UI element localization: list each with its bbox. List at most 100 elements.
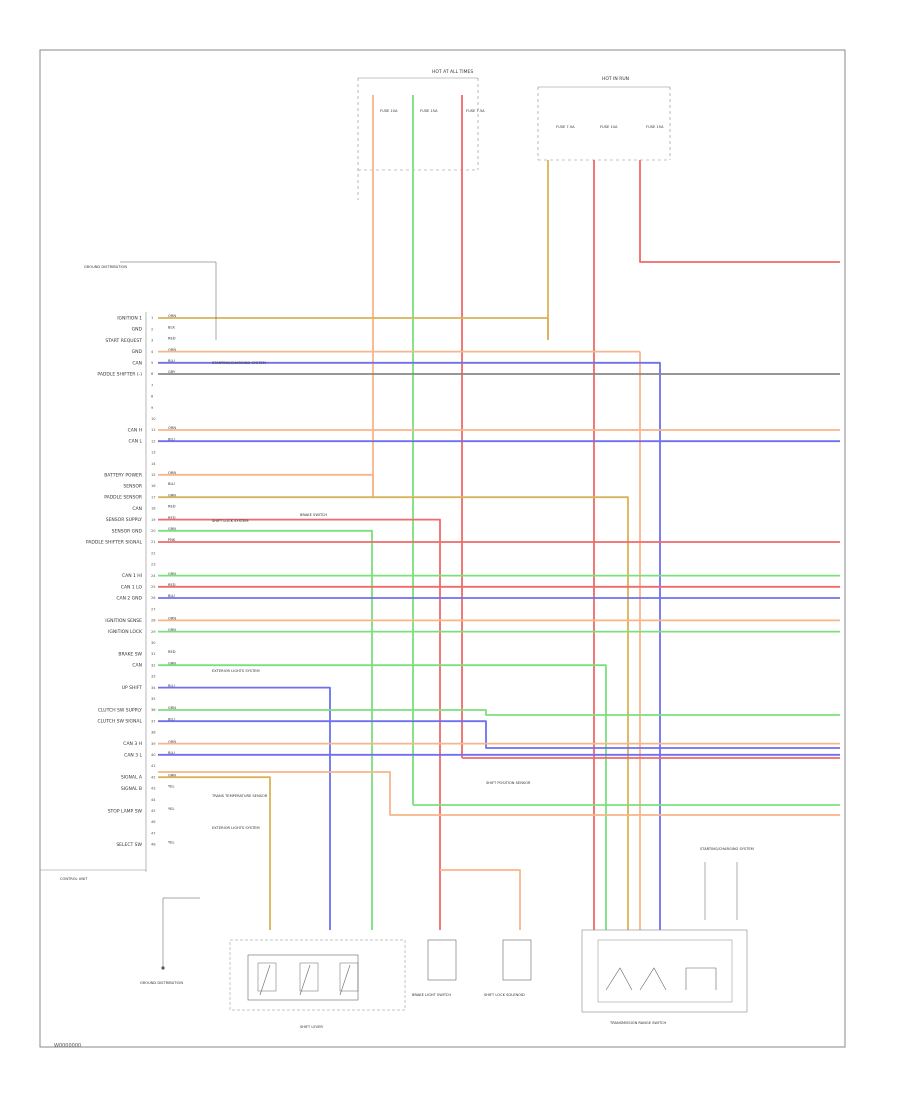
diagram-frame — [39, 49, 846, 1048]
wire-notes: GROUND DISTRIBUTION STARTING/CHARGING SY… — [60, 261, 531, 881]
pin-number: 1 — [151, 316, 153, 320]
pin-number: 17 — [151, 495, 156, 499]
wire-clutch-signal — [158, 720, 840, 749]
pin-number: 33 — [151, 675, 156, 679]
wire-color-tag: BLU — [168, 717, 175, 721]
pin-number: 13 — [151, 451, 156, 455]
wire-color-tag: GRN — [168, 706, 176, 710]
fuse-label: FUSE 15A — [646, 125, 664, 129]
pin-number: 16 — [151, 484, 156, 488]
wire-color-tag: BLU — [168, 751, 175, 755]
pin-number: 24 — [151, 574, 156, 578]
pin-label: CAN — [132, 663, 142, 669]
pin-number: 12 — [151, 439, 156, 443]
wire-color-tag: GRN — [168, 572, 176, 576]
pin-label: BRAKE SW — [118, 652, 142, 658]
wire-brake-to-solenoid — [440, 869, 521, 930]
pin-number: 46 — [151, 820, 156, 824]
top-right-box-title: HOT IN RUN — [602, 76, 629, 82]
pin-label: IGNITION SENSE — [105, 618, 142, 624]
pin-number: 9 — [151, 406, 154, 410]
wire-color-tag: RED — [168, 337, 176, 341]
wire-can-green — [158, 664, 607, 930]
pin-label: SELECT SW — [116, 842, 142, 848]
pin-label: CAN — [132, 360, 142, 366]
wire-color-tag: BLU — [168, 684, 175, 688]
wire-clutch-supply — [158, 709, 840, 716]
wire-batt-power — [158, 473, 374, 497]
pin-label: GND — [132, 349, 143, 355]
wire-signal-a — [158, 776, 271, 930]
pin-label: PADDLE SENSOR — [104, 495, 142, 501]
wire-can-blue — [158, 361, 661, 930]
wire-color-tag: YEL — [168, 841, 174, 845]
right-box-label: TRANSMISSION RANGE SWITCH — [609, 1021, 667, 1025]
pin-label: IGNITION 1 — [117, 316, 142, 322]
pin-label: CAN 2 GND — [116, 596, 142, 602]
wire-runs — [158, 95, 840, 930]
wire-color-tag: BLU — [168, 482, 175, 486]
pin-label: GND — [132, 327, 143, 333]
pin-number: 44 — [151, 798, 156, 802]
pin-number: 42 — [151, 775, 156, 779]
wire-color-tag: BLU — [168, 594, 175, 598]
wire-ignition — [158, 317, 549, 340]
shift-lock-solenoid: SHIFT LOCK SOLENOID — [484, 939, 532, 997]
pin-number: 26 — [151, 596, 156, 600]
pin-number: 11 — [151, 428, 156, 432]
stop-lamps-note: EXTERIOR LIGHTS SYSTEM — [212, 669, 260, 673]
left-ground-label: GROUND DISTRIBUTION — [140, 981, 183, 985]
pin-label: SENSOR GND — [112, 528, 143, 534]
fuse-label: FUSE 10A — [380, 109, 398, 113]
pin-number: 21 — [151, 540, 156, 544]
pin-number: 6 — [151, 372, 154, 376]
pin-label: STOP LAMP SW — [108, 808, 143, 814]
pin-number: 35 — [151, 697, 156, 701]
pin-number: 8 — [151, 395, 154, 399]
pin-number: 39 — [151, 742, 156, 746]
pin-number: 28 — [151, 619, 156, 623]
wire-color-tag: GRN — [168, 773, 176, 777]
wire-color-tag: BLK — [168, 325, 175, 329]
pin-number: 31 — [151, 652, 156, 656]
wire-color-tag: ORN — [168, 471, 176, 475]
pin-number: 47 — [151, 831, 156, 835]
wire-orange-return — [158, 771, 840, 816]
pin-number: 22 — [151, 551, 156, 555]
wire-color-tag: GRN — [168, 527, 176, 531]
pin-number: 48 — [151, 843, 156, 847]
wire-color-tag: ORN — [168, 740, 176, 744]
pin-number: 27 — [151, 607, 156, 611]
top-left-fuse-box: HOT AT ALL TIMES — [357, 69, 479, 200]
wire-color-tag: ORN — [168, 314, 176, 318]
pin-number: 10 — [151, 417, 156, 421]
switch-b-label: BRAKE LIGHT SWITCH — [412, 993, 451, 997]
wire-color-tag: YEL — [168, 785, 174, 789]
wire-color-tag: GRN — [168, 493, 176, 497]
wire-paddle-sensor — [158, 496, 629, 930]
transmission-range-switch: TRANSMISSION RANGE SWITCH STARTING/CHARG… — [581, 847, 754, 1025]
pin-label: BATTERY POWER — [104, 472, 142, 478]
pin-number: 45 — [151, 809, 156, 813]
fuse-label: FUSE 7.5A — [556, 125, 575, 129]
wire-color-tag: RED — [168, 516, 176, 520]
stop-lamps-note-2: EXTERIOR LIGHTS SYSTEM — [212, 826, 260, 830]
start-cancel-note: STARTING/CHARGING SYSTEM — [212, 361, 266, 365]
pin-number: 5 — [151, 361, 153, 365]
switch-c-label: SHIFT LOCK SOLENOID — [484, 993, 525, 997]
wire-color-tag: BLU — [168, 437, 175, 441]
brake-light-switch: BRAKE LIGHT SWITCH — [412, 939, 457, 997]
wire-sensor-gnd — [158, 529, 373, 930]
wire-color-tag: GRN — [168, 661, 176, 665]
pin-number: 38 — [151, 731, 156, 735]
wire-color-tag: BLU — [168, 359, 175, 363]
pin-label: UP SHIFT — [122, 685, 143, 691]
pin-number: 18 — [151, 507, 156, 511]
trans-temp-note: TRANS TEMPERATURE SENSOR — [211, 794, 268, 798]
module-bottom-note: CONTROL UNIT — [60, 877, 88, 881]
pin-label: PADDLE SHIFTER (-) — [97, 372, 142, 378]
right-top-label: STARTING/CHARGING SYSTEM — [700, 847, 754, 851]
pin-number: 19 — [151, 518, 156, 522]
pin-number: 4 — [151, 350, 154, 354]
